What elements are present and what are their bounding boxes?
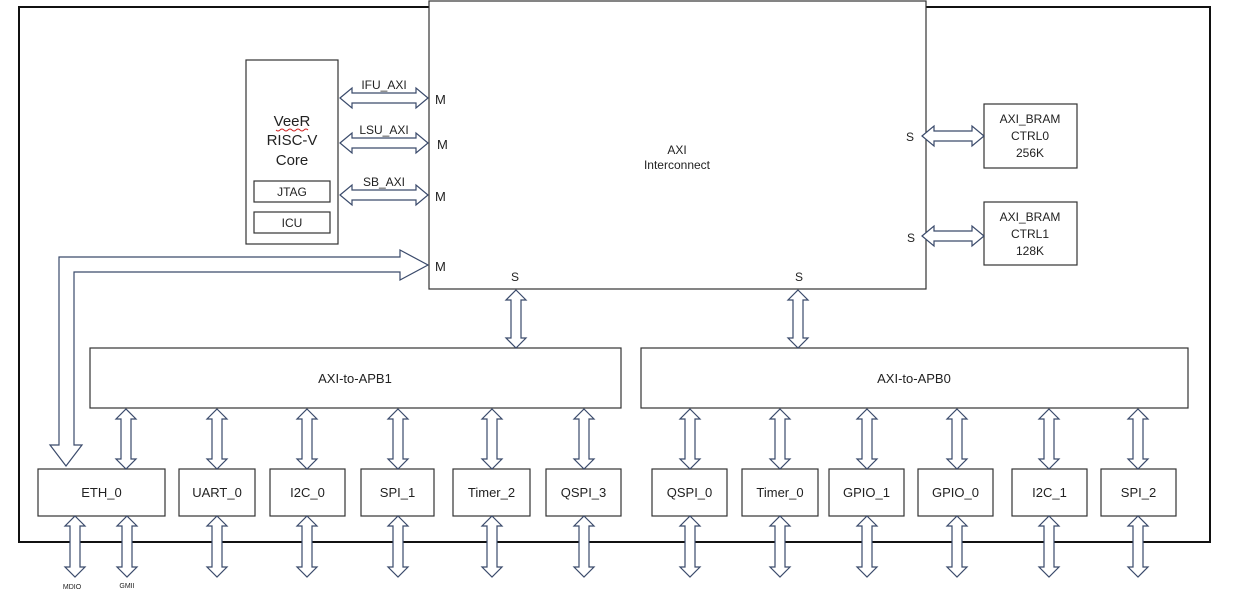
core-label-line3: Core [276, 152, 309, 169]
apb1-link-arrow [504, 289, 528, 349]
spellcheck-underline [275, 128, 309, 132]
mdio-arrow [63, 515, 87, 578]
bram0-line2: CTRL0 [1011, 129, 1049, 143]
interconnect-label-line2: Interconnect [644, 158, 711, 172]
axi-to-apb0: AXI-to-APB0 [640, 347, 1189, 409]
sb-axi-arrow [339, 183, 429, 207]
io-arrow-4 [480, 515, 504, 578]
io-arrow-2 [295, 515, 319, 578]
io-arrow-10 [1037, 515, 1061, 578]
peripherals: ETH_0 UART_0 I2C_0 SPI_1 Timer_2 QSPI_3 QSPI_0… [37, 468, 1177, 517]
bus-label-lsu: LSU_AXI [359, 123, 408, 137]
apb0-link-arrow [786, 289, 810, 349]
bram-ctrl1: AXI_BRAM CTRL1 128K [983, 201, 1078, 266]
bram1-arrow [921, 224, 985, 248]
peripheral-eth-0: ETH_0 [37, 468, 166, 517]
peripheral-label: QSPI_0 [667, 485, 713, 500]
eth-master-arrow [48, 248, 430, 467]
peripheral-gpio-1: GPIO_1 [828, 468, 905, 517]
bram-ctrl0: AXI_BRAM CTRL0 256K [983, 103, 1078, 169]
peripheral-label: ETH_0 [81, 485, 121, 500]
veer-core: VeeR RISC-V Core JTAG ICU [245, 59, 339, 245]
apb-arrow-8 [855, 408, 879, 470]
jtag-box [253, 180, 331, 203]
interconnect-label-line1: AXI [667, 143, 686, 157]
peripheral-label: SPI_2 [1121, 485, 1156, 500]
eth-apb-arrow [114, 408, 138, 470]
bram0-line1: AXI_BRAM [1000, 112, 1061, 126]
peripheral-label: Timer_0 [756, 485, 803, 500]
peripheral-timer-0: Timer_0 [741, 468, 819, 517]
io-arrow-11 [1126, 515, 1150, 578]
apb-arrow-1 [205, 408, 229, 470]
io-arrow-9 [945, 515, 969, 578]
apb-arrow-11 [1126, 408, 1150, 470]
mdio-label: MDIO [63, 584, 82, 591]
bram0-arrow [921, 124, 985, 148]
peripheral-qspi-0: QSPI_0 [651, 468, 728, 517]
slave-port-bram0: S [906, 130, 914, 144]
apb-arrow-4 [480, 408, 504, 470]
bus-label-ifu: IFU_AXI [361, 78, 406, 92]
bus-label-sb: SB_AXI [363, 175, 405, 189]
core-label-line2: RISC-V [267, 132, 318, 149]
peripheral-label: QSPI_3 [561, 485, 607, 500]
jtag-label: JTAG [277, 185, 307, 199]
apb-arrow-5 [572, 408, 596, 470]
master-port-lsu: M [437, 137, 448, 152]
io-arrow-6 [678, 515, 702, 578]
apb1-label: AXI-to-APB1 [318, 371, 392, 386]
io-arrow-1 [205, 515, 229, 578]
bram0-line3: 256K [1016, 146, 1044, 160]
bus-arrows [63, 86, 1150, 578]
icu-box [253, 211, 331, 234]
axi-interconnect: AXI Interconnect M M M M S S S S [428, 0, 927, 290]
peripheral-label: Timer_2 [468, 485, 515, 500]
peripheral-timer-2: Timer_2 [452, 468, 531, 517]
apb-arrow-10 [1037, 408, 1061, 470]
peripheral-gpio-0: GPIO_0 [917, 468, 994, 517]
io-arrow-3 [386, 515, 410, 578]
peripheral-label: GPIO_1 [843, 485, 890, 500]
peripheral-label: UART_0 [192, 485, 242, 500]
peripheral-label: GPIO_0 [932, 485, 979, 500]
apb-arrow-6 [678, 408, 702, 470]
peripheral-i2c-0: I2C_0 [269, 468, 346, 517]
gmii-label: GMII [119, 583, 134, 590]
master-port-ifu: M [435, 92, 446, 107]
bram1-line3: 128K [1016, 244, 1044, 258]
peripheral-uart-0: UART_0 [178, 468, 256, 517]
ifu-axi-arrow [339, 86, 429, 110]
io-arrow-5 [572, 515, 596, 578]
slave-port-bram1: S [907, 231, 915, 245]
slave-port-apb0: S [795, 270, 803, 284]
bram1-line2: CTRL1 [1011, 227, 1049, 241]
peripheral-label: I2C_1 [1032, 485, 1067, 500]
apb-arrow-7 [768, 408, 792, 470]
apb-arrow-9 [945, 408, 969, 470]
peripheral-i2c-1: I2C_1 [1011, 468, 1088, 517]
apb0-label: AXI-to-APB0 [877, 371, 951, 386]
io-arrow-7 [768, 515, 792, 578]
lsu-axi-arrow [339, 131, 429, 155]
icu-label: ICU [282, 216, 303, 230]
slave-port-apb1: S [511, 270, 519, 284]
gmii-arrow [115, 515, 139, 578]
master-port-eth: M [435, 259, 446, 274]
master-port-sb: M [435, 189, 446, 204]
apb-arrow-3 [386, 408, 410, 470]
apb-arrow-2 [295, 408, 319, 470]
bram1-line1: AXI_BRAM [1000, 210, 1061, 224]
core-label-line1: VeeR [274, 113, 311, 130]
io-arrow-8 [855, 515, 879, 578]
peripheral-label: SPI_1 [380, 485, 415, 500]
peripheral-qspi-3: QSPI_3 [545, 468, 622, 517]
peripheral-spi-2: SPI_2 [1100, 468, 1177, 517]
peripheral-spi-1: SPI_1 [360, 468, 435, 517]
peripheral-label: I2C_0 [290, 485, 325, 500]
axi-to-apb1: AXI-to-APB1 [89, 347, 622, 409]
